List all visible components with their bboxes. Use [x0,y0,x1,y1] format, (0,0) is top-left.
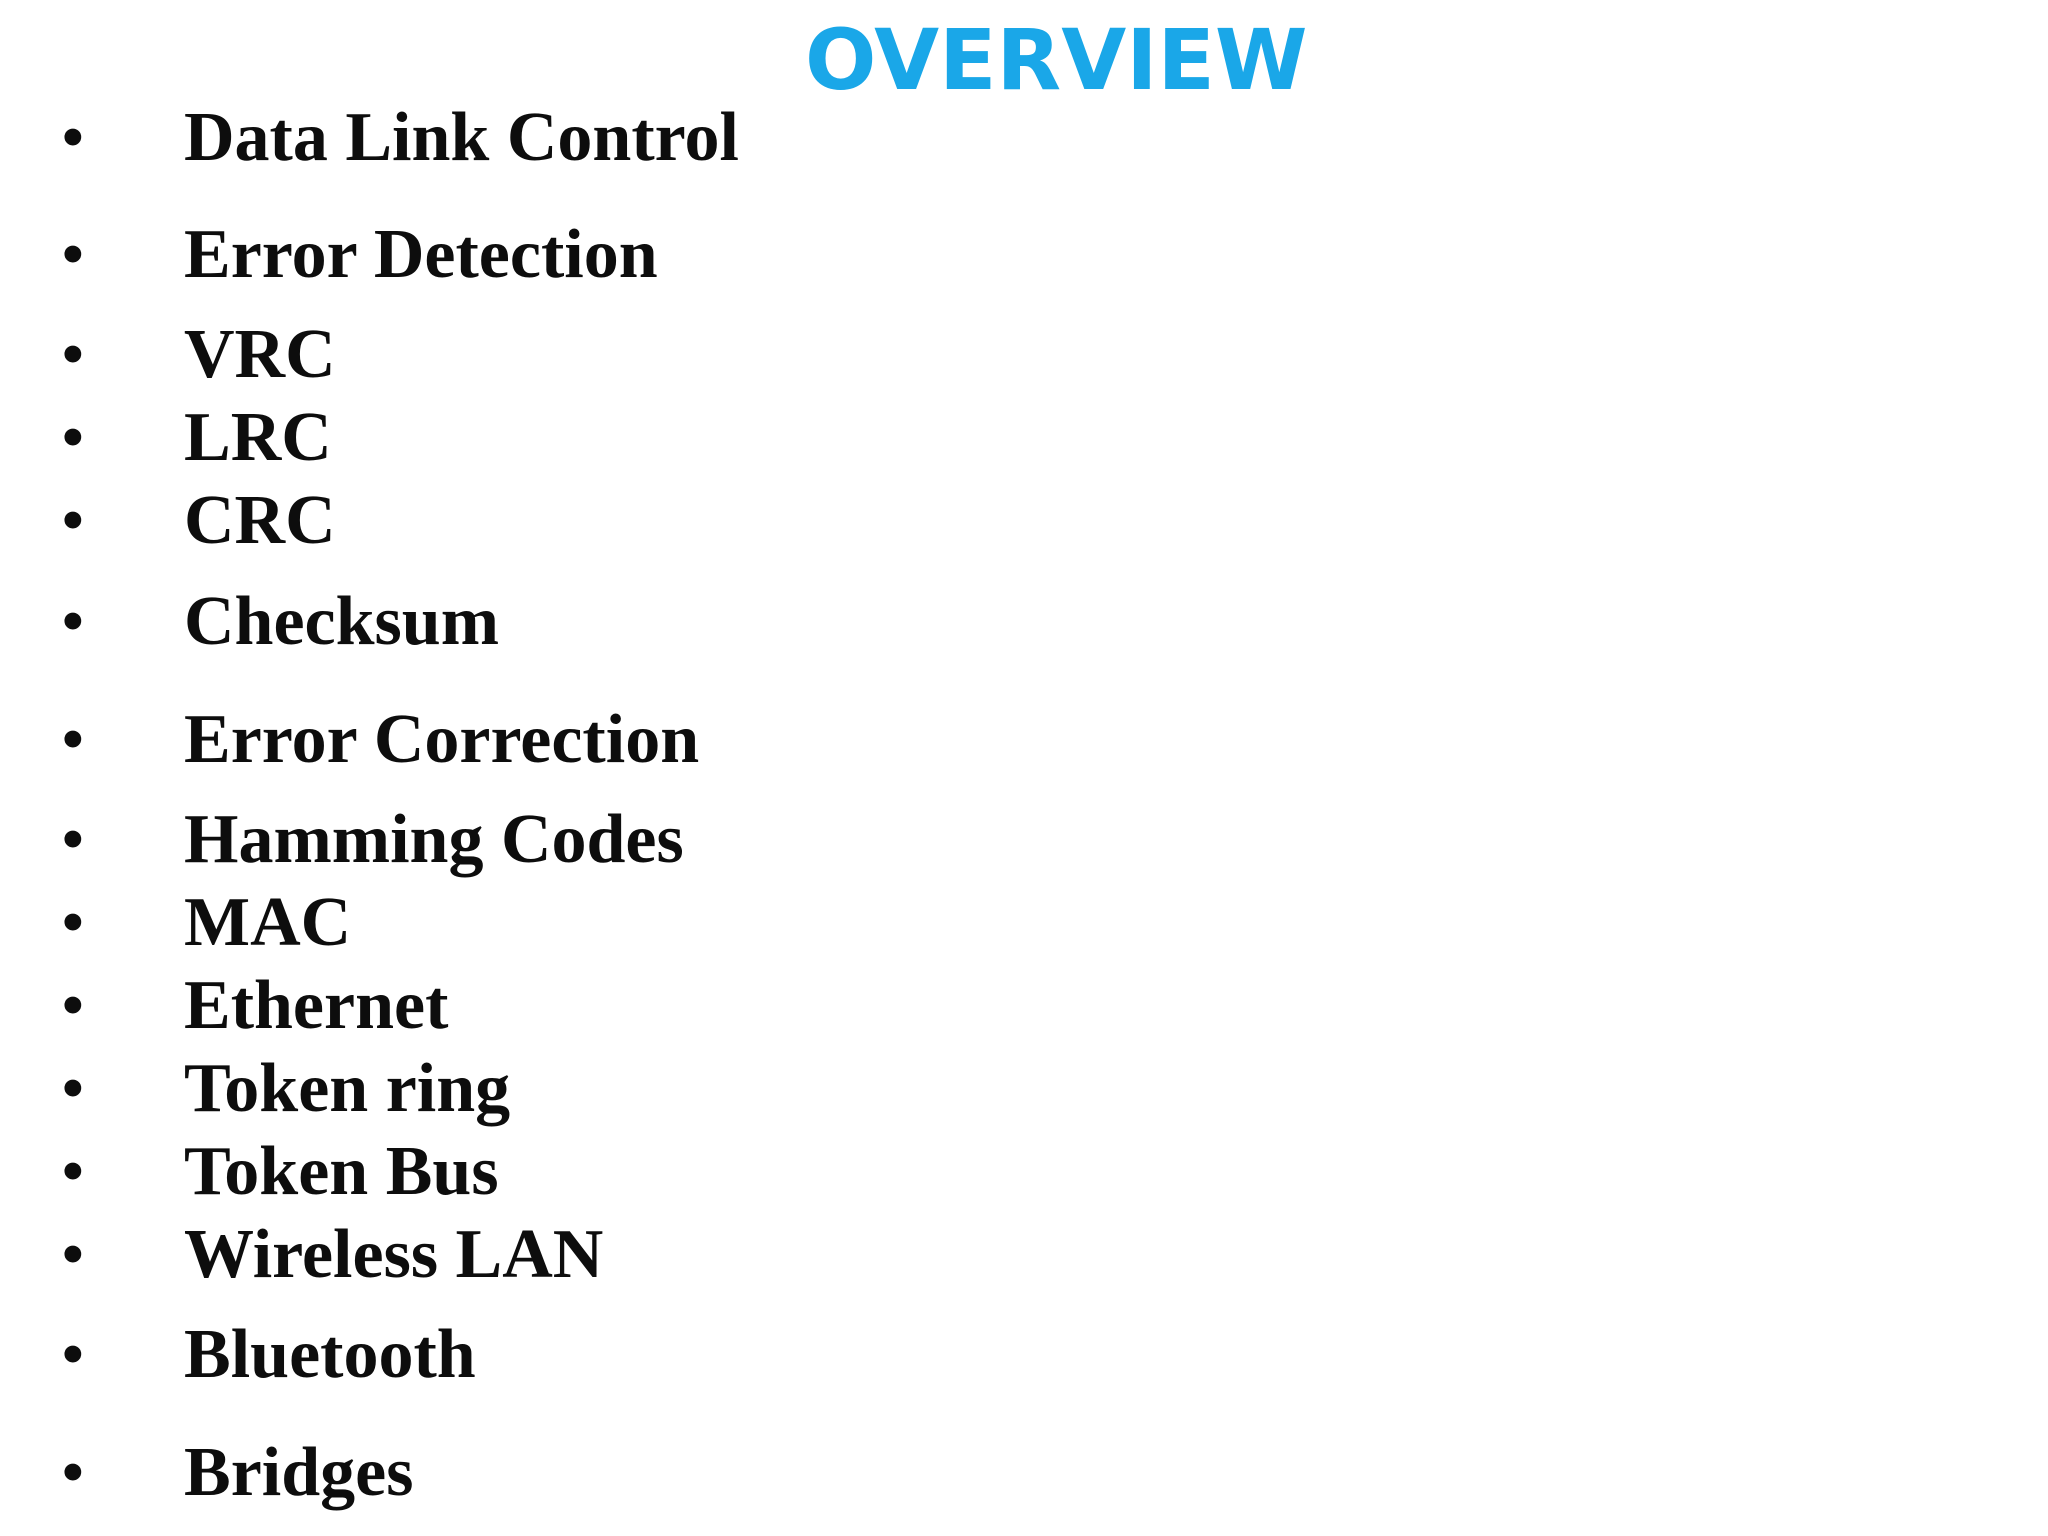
bullet-icon: • [62,806,84,874]
list-item: • LRC [0,398,1200,478]
bullet-icon: • [62,404,84,472]
bullet-icon: • [62,1055,84,1123]
list-item-text: Error Detection [184,216,658,293]
list-item-text: Token Bus [184,1133,499,1210]
bullet-icon: • [62,972,84,1040]
bullet-icon: • [62,1138,84,1206]
list-item-text: CRC [184,482,336,559]
bullet-icon: • [62,487,84,555]
list-item: • Ethernet [0,966,1200,1046]
bullet-icon: • [62,104,84,172]
bullet-icon: • [62,321,84,389]
list-item-text: MAC [184,884,352,961]
slide-title: OVERVIEW [805,11,1308,109]
bullet-icon: • [62,1439,84,1507]
list-item: • Data Link Control [0,98,1200,178]
list-item: • Checksum [0,582,1200,662]
bullet-icon: • [62,588,84,656]
list-item: • Wireless LAN [0,1215,1200,1295]
list-item: • Error Correction [0,700,1200,780]
list-item: • VRC [0,315,1200,395]
bullet-icon: • [62,706,84,774]
list-item: • MAC [0,883,1200,963]
bullet-icon: • [62,221,84,289]
list-item-text: Checksum [184,583,500,660]
bullet-icon: • [62,1221,84,1289]
list-item-text: LRC [184,399,332,476]
list-item-text: VRC [184,316,336,393]
list-item: • Token Bus [0,1132,1200,1212]
list-item: • Hamming Codes [0,800,1200,880]
list-item-text: Bluetooth [184,1316,476,1393]
list-item-text: Data Link Control [184,99,739,176]
list-item-text: Ethernet [184,967,449,1044]
list-item-text: Wireless LAN [184,1216,604,1293]
list-item-text: Error Correction [184,701,700,778]
bullet-icon: • [62,1321,84,1389]
list-item: • Bridges [0,1433,1200,1513]
list-item-text: Bridges [184,1434,414,1511]
list-item: • Bluetooth [0,1315,1200,1395]
list-item-text: Token ring [184,1050,511,1127]
list-item-text: Hamming Codes [184,801,684,878]
list-item: • Error Detection [0,215,1200,295]
list-item: • Token ring [0,1049,1200,1129]
list-item: • CRC [0,481,1200,561]
bullet-icon: • [62,889,84,957]
